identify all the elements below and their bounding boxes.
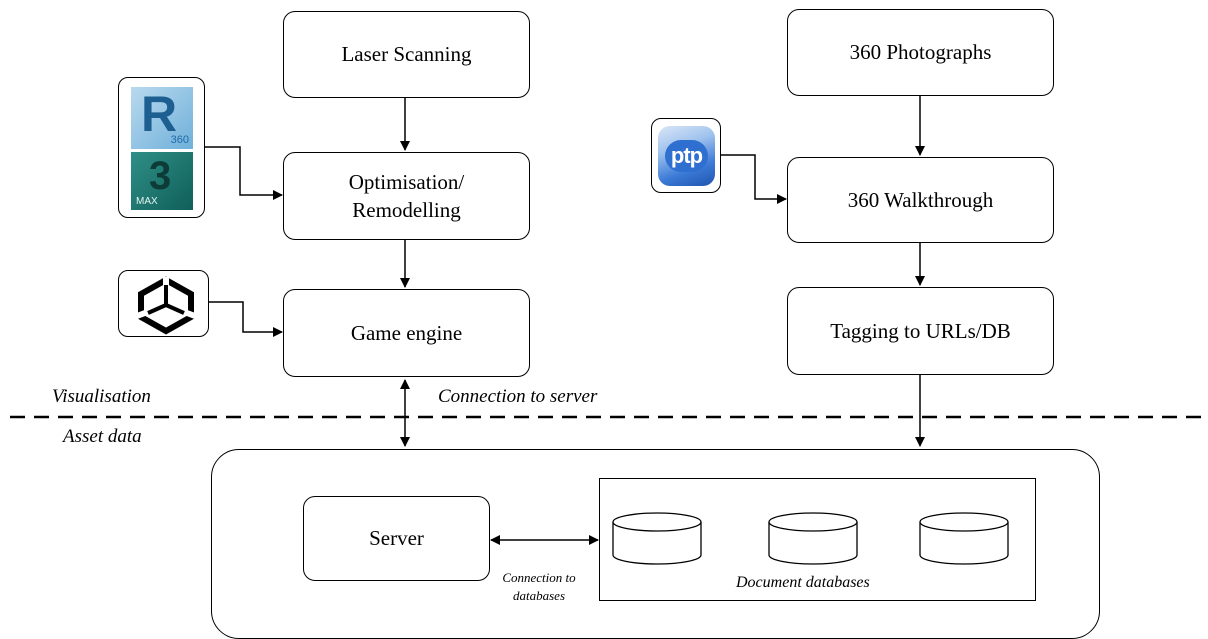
optimisation-box: Optimisation/ Remodelling (283, 152, 530, 240)
ptp-icon-card: ptp (651, 118, 721, 193)
modelling-tools-card: R 360 3 MAX (118, 77, 205, 218)
walkthrough-box: 360 Walkthrough (787, 157, 1054, 243)
unity-icon (135, 276, 197, 335)
3ds-max-icon: 3 MAX (131, 152, 193, 210)
optimisation-label-line1: Optimisation/ (348, 169, 465, 194)
photographs-label: 360 Photographs (849, 40, 992, 65)
laser-scanning-label: Laser Scanning (341, 42, 472, 67)
optimisation-label-line2: Remodelling (352, 198, 461, 222)
tagging-box: Tagging to URLs/DB (787, 287, 1054, 375)
photographs-box: 360 Photographs (787, 9, 1054, 96)
game-engine-box: Game engine (283, 289, 530, 377)
database-cylinder (612, 512, 702, 565)
visualisation-label: Visualisation (52, 386, 151, 407)
asset-data-label: Asset data (63, 426, 142, 447)
server-box: Server (303, 496, 490, 581)
revit-icon: R 360 (131, 86, 193, 149)
connection-to-databases-line2: databases (513, 588, 565, 604)
ptp-icon: ptp (658, 126, 715, 186)
arrow-ptp-to-walkthrough (721, 154, 787, 204)
walkthrough-label: 360 Walkthrough (847, 187, 994, 212)
document-databases-label: Document databases (736, 574, 870, 591)
tagging-label: Tagging to URLs/DB (830, 318, 1011, 343)
arrow-unity-to-game (209, 301, 283, 337)
server-label: Server (369, 526, 424, 551)
connection-to-databases-label: Connection to databases (488, 569, 590, 605)
revit-badge: 360 (170, 134, 189, 146)
arrow-revit-to-optimisation (205, 146, 283, 200)
ptp-text: ptp (670, 143, 703, 168)
revit-letter: R (141, 86, 178, 142)
database-cylinder (919, 512, 1009, 565)
game-engine-label: Game engine (350, 320, 463, 345)
max-badge: MAX (136, 196, 158, 207)
document-databases-frame (599, 478, 1036, 601)
database-cylinder (768, 512, 858, 565)
unity-icon-card (118, 270, 209, 337)
connection-to-server-label: Connection to server (438, 386, 598, 407)
connection-to-databases-line1: Connection to (502, 570, 576, 585)
laser-scanning-box: Laser Scanning (283, 11, 530, 98)
max-letter: 3 (149, 154, 172, 198)
